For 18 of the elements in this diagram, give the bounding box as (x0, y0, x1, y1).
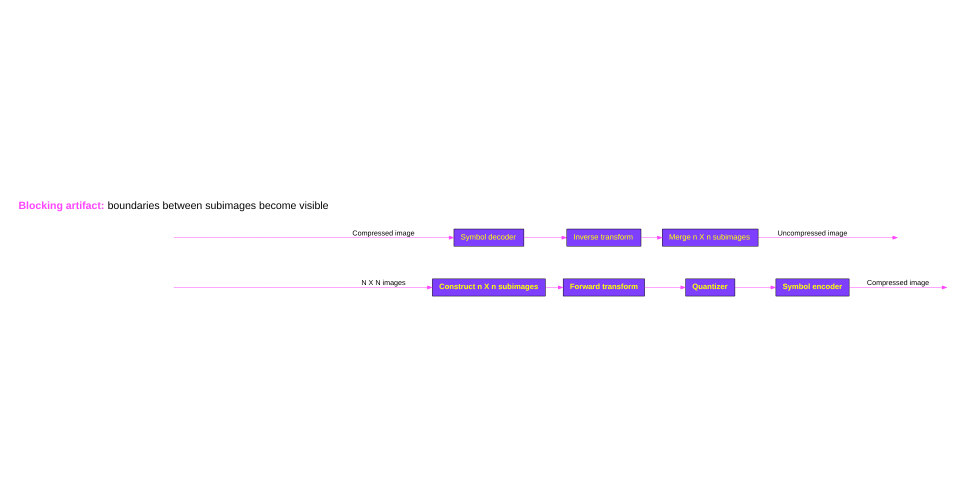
node-box: Construct n X n subimages (432, 278, 546, 296)
node-box: Symbol decoder (454, 228, 524, 246)
node-box: Merge n X n subimages (662, 228, 758, 246)
node-box: Inverse transform (566, 228, 642, 246)
label: Blocking artifact: (18, 200, 104, 212)
node-box: Quantizer (685, 278, 736, 296)
label: boundaries between subimages become visible (108, 200, 329, 212)
arrow (524, 236, 567, 240)
arrow (174, 286, 432, 290)
arrow (734, 286, 776, 290)
arrow (758, 236, 898, 240)
arrow (174, 236, 454, 240)
arrow (640, 236, 662, 240)
node-box: Symbol encoder (776, 278, 850, 296)
arrow (849, 286, 948, 290)
node-box: Forward transform (562, 278, 645, 296)
arrow (545, 286, 564, 290)
arrow (644, 286, 686, 290)
